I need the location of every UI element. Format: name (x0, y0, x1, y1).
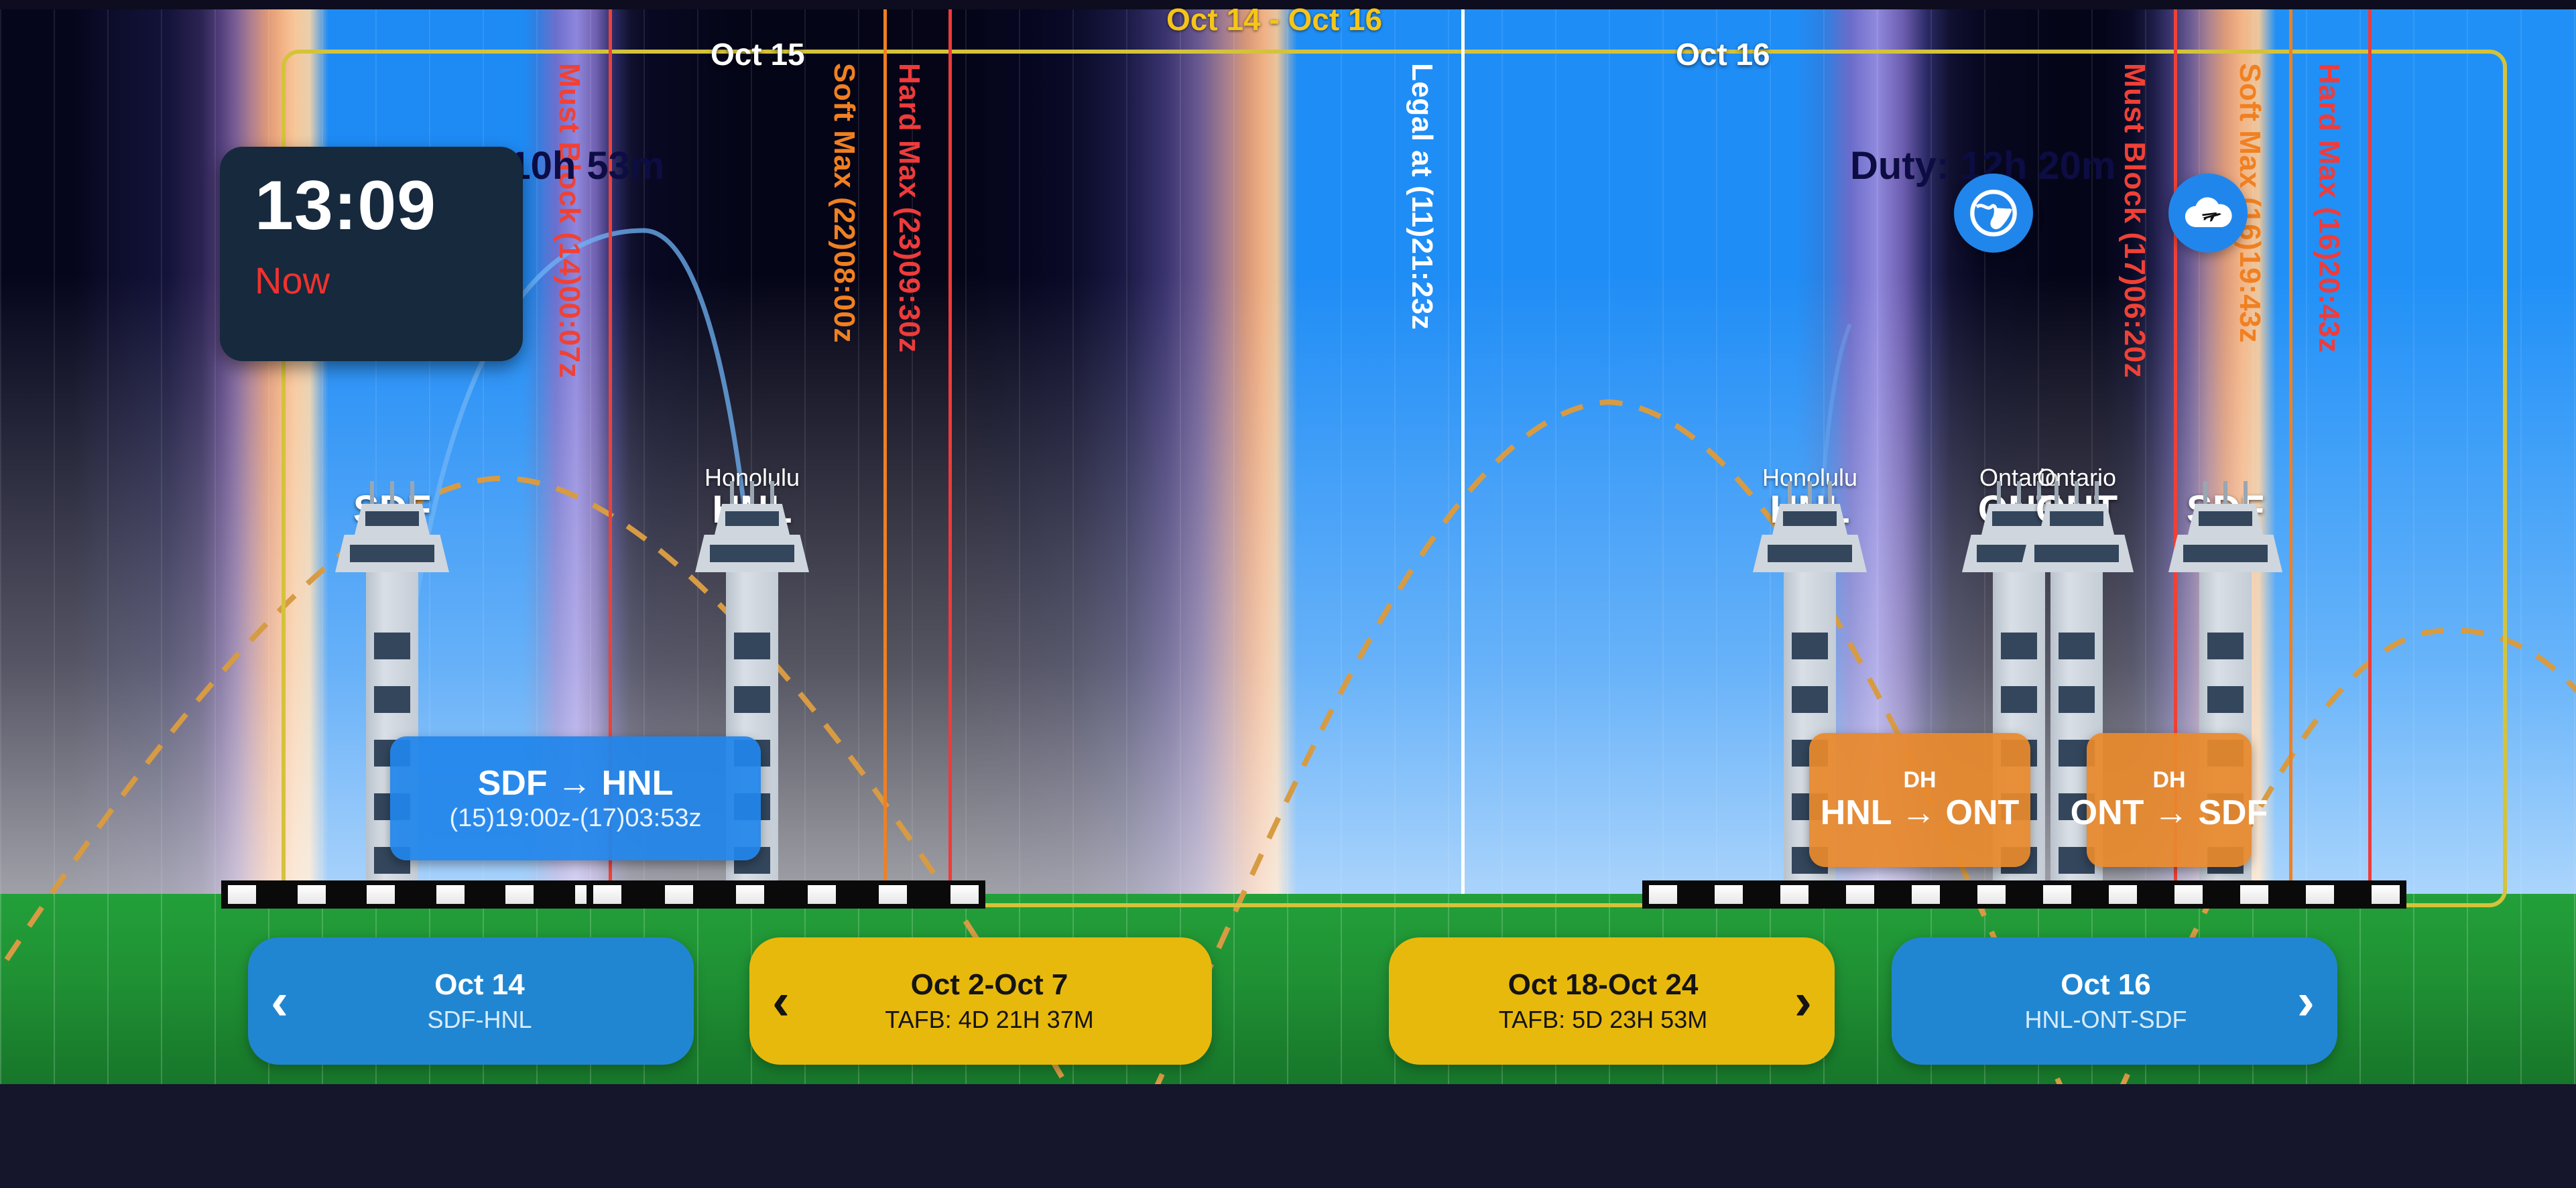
soft-max-2-line: Soft Max (16)19:43z (2233, 9, 2292, 894)
chevron-left-icon: ‹ (271, 972, 288, 1031)
soft-max-1-label: Soft Max (22)08:00z (828, 63, 861, 343)
runway-marking (593, 885, 621, 904)
must-block-1-label: Must Block (14)00:07z (553, 63, 586, 379)
runway-marking (1846, 885, 1874, 904)
hard-max-2-line: Hard Max (16)20:43z (2313, 9, 2372, 894)
runway-marking (879, 885, 908, 904)
nav-pill-secondary-label: HNL-ONT-SDF (2024, 1006, 2187, 1033)
day-label-1: Oct 16 (1676, 37, 1770, 72)
runway-marking (505, 885, 534, 904)
runway-marking (1977, 885, 2006, 904)
runway-marking (664, 885, 693, 904)
deadhead-tag: DH (1903, 767, 1937, 793)
globe-badge[interactable] (1954, 174, 2033, 253)
hard-max-2-label: Hard Max (16)20:43z (2313, 63, 2345, 353)
runway-marking (950, 885, 979, 904)
nav-pill-text: Oct 2-Oct 7 TAFB: 4D 21H 37M (790, 968, 1189, 1034)
must-block-1-line: Must Block (14)00:07z (553, 9, 612, 894)
flight-sdf-hnl[interactable]: SDF → HNL(15)19:00z-(17)03:53z (390, 736, 761, 860)
runway-marking (1649, 885, 1677, 904)
cloud-plane-icon (2185, 197, 2232, 227)
nav-pill-text: Oct 18-Oct 24 TAFB: 5D 23H 53M (1412, 968, 1794, 1034)
soft-max-1-line: Soft Max (22)08:00z (828, 9, 887, 894)
nav-pill-secondary-label: SDF-HNL (427, 1006, 532, 1033)
runway-marking (2043, 885, 2071, 904)
flight-route-label: ONT → SDF (2070, 793, 2268, 832)
runway-marking (1715, 885, 1743, 904)
runway-marking (2240, 885, 2268, 904)
hard-max-1-line: Hard Max (23)09:30z (893, 9, 952, 894)
next-trip-button[interactable]: Oct 18-Oct 24 TAFB: 5D 23H 53M › (1389, 937, 1835, 1065)
runway-marking (367, 885, 395, 904)
flight-route-label: HNL → ONT (1820, 793, 2020, 832)
prev-trip-button[interactable]: ‹ Oct 2-Oct 7 TAFB: 4D 21H 37M (749, 937, 1212, 1065)
nav-pill-secondary-label: TAFB: 5D 23H 53M (1498, 1006, 1708, 1033)
runway-strip-1 (587, 880, 985, 909)
nav-pill-primary-label: Oct 2-Oct 7 (910, 968, 1068, 1001)
nav-pill-primary-label: Oct 16 (2061, 968, 2151, 1001)
chevron-right-icon: › (2297, 972, 2315, 1031)
bottom-bar (0, 1084, 2576, 1188)
runway-marking (736, 885, 765, 904)
hard-max-1-label: Hard Max (23)09:30z (893, 63, 926, 353)
now-label: Now (255, 259, 330, 302)
runway-marking (1912, 885, 1940, 904)
runway-marking (2306, 885, 2334, 904)
timeline-scene: Must Block (14)00:07z Soft Max (22)08:00z… (0, 9, 2576, 1084)
runway-marking (1780, 885, 1808, 904)
runway-marking (297, 885, 326, 904)
runway-marking (2372, 885, 2400, 904)
runway-strip-0 (221, 880, 610, 909)
day-label-0: Oct 15 (711, 37, 805, 72)
chevron-right-icon: › (1794, 972, 1812, 1031)
deadhead-tag: DH (2152, 767, 2186, 793)
globe-icon (1970, 190, 2017, 237)
flight-times-label: (15)19:00z-(17)03:53z (449, 804, 702, 833)
runway-marking (436, 885, 465, 904)
runway-marking (228, 885, 256, 904)
nav-pill-secondary-label: TAFB: 4D 21H 37M (885, 1006, 1094, 1033)
must-block-2-label: Must Block (17)06:20z (2118, 63, 2151, 379)
prev-day-button[interactable]: ‹ Oct 14 SDF-HNL (248, 937, 694, 1065)
nav-pill-text: Oct 14 SDF-HNL (288, 968, 671, 1034)
flight-route-label: SDF → HNL (477, 763, 674, 803)
nav-pill-text: Oct 16 HNL-ONT-SDF (1914, 968, 2297, 1034)
legal-at-1-label: Legal at (11)21:23z (1406, 63, 1438, 330)
runway-marking (2174, 885, 2203, 904)
chevron-left-icon: ‹ (772, 972, 790, 1031)
runway-strip-2 (1642, 880, 2406, 909)
cloud-plane-badge[interactable] (2168, 174, 2248, 253)
legal-at-1-line: Legal at (11)21:23z (1406, 9, 1465, 894)
now-time: 13:09 (255, 167, 436, 245)
date-range-title: Oct 14 - Oct 16 (1166, 2, 1383, 37)
must-block-2-line: Must Block (17)06:20z (2118, 9, 2177, 894)
next-day-button[interactable]: Oct 16 HNL-ONT-SDF › (1892, 937, 2337, 1065)
nav-pill-primary-label: Oct 14 (434, 968, 525, 1001)
nav-pill-primary-label: Oct 18-Oct 24 (1508, 968, 1699, 1001)
now-clock-card: 13:09 Now (220, 147, 523, 361)
runway-marking (2109, 885, 2137, 904)
runway-marking (807, 885, 836, 904)
